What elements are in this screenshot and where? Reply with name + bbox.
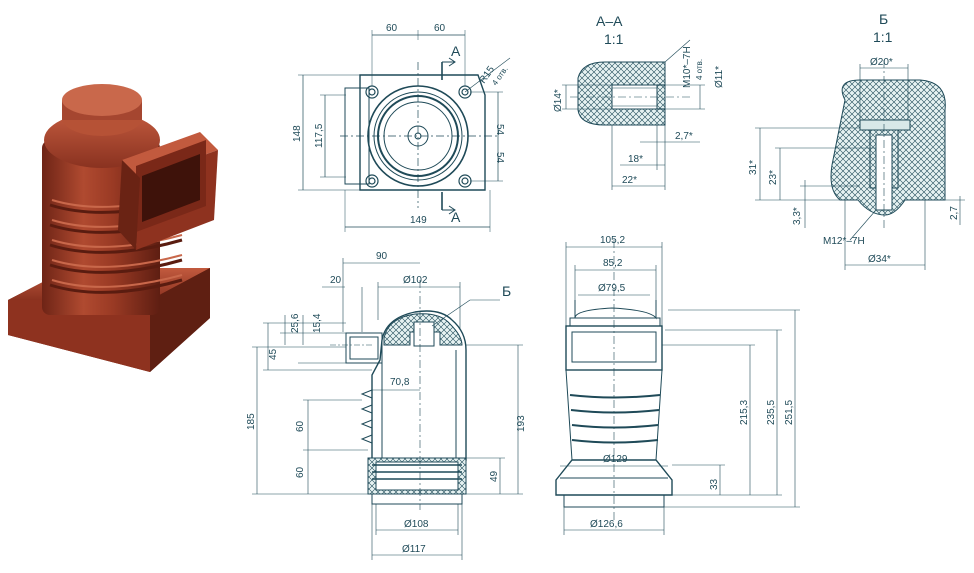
- dim-215-3: 215,3: [739, 400, 750, 425]
- dim-d129: Ø129: [603, 454, 628, 465]
- callout-b-label: Б: [502, 283, 511, 299]
- dim-thread-m12: M12*–7H: [823, 236, 865, 247]
- note-4-holes-aa: 4 отв.: [695, 59, 704, 80]
- dim-15-4: 15,4: [312, 313, 323, 333]
- section-aa-drawing: [562, 39, 705, 190]
- dim-148: 148: [292, 125, 303, 142]
- dim-d11: Ø11*: [714, 66, 725, 88]
- section-b-drawing: [755, 60, 965, 270]
- section-b-labels: Б 1:1 Ø20* 31* 23* 3,3* M12*–7H Ø34* 2,7: [748, 11, 960, 265]
- dim-85-2: 85,2: [603, 258, 623, 269]
- dim-d79-5: Ø79,5: [598, 283, 626, 294]
- dim-d14: Ø14*: [553, 89, 564, 112]
- dim-d126-6: Ø126,6: [590, 519, 623, 530]
- dim-45: 45: [268, 348, 279, 360]
- dim-49: 49: [489, 470, 500, 482]
- dim-33: 33: [709, 478, 720, 490]
- dim-60-lower: 60: [295, 466, 306, 478]
- section-aa-labels: А–А 1:1 Ø14* M10*–7H 4 отв. Ø11* 2,7* 18…: [553, 13, 725, 186]
- dim-235-5: 235,5: [766, 400, 777, 425]
- dim-90: 90: [376, 251, 388, 262]
- dim-60-left: 60: [386, 23, 398, 34]
- dim-20: 20: [330, 275, 342, 286]
- top-view-dimensions: 60 60 148 117,5 54 54 149 R15 4 отв. А А: [292, 23, 510, 226]
- dim-185: 185: [246, 413, 257, 430]
- side-section-drawing: [252, 258, 523, 560]
- dim-d102: Ø102: [403, 275, 428, 286]
- front-view-labels: 105,2 85,2 Ø79,5 Ø129 33 215,3 235,5 251…: [590, 235, 795, 530]
- dim-d34: Ø34*: [868, 254, 891, 265]
- dim-70-8: 70,8: [390, 377, 410, 388]
- dim-149: 149: [410, 215, 427, 226]
- dim-3-3: 3,3*: [792, 207, 803, 225]
- dim-d108: Ø108: [404, 519, 429, 530]
- dim-60-upper: 60: [295, 420, 306, 432]
- dim-23: 23*: [768, 170, 779, 185]
- insulator-product-image: [8, 84, 218, 372]
- section-marker-bottom: А: [451, 209, 461, 225]
- dim-105-2: 105,2: [600, 235, 625, 246]
- dim-2-7-aa: 2,7*: [675, 131, 693, 142]
- dim-193: 193: [516, 415, 527, 432]
- dim-d20: Ø20*: [870, 57, 893, 68]
- dim-54-top: 54: [494, 124, 505, 136]
- side-section-labels: 90 20 Ø102 25,6 15,4 45 70,8 185 60 60 1…: [246, 251, 527, 555]
- dim-thread-m10: M10*–7H: [682, 46, 693, 88]
- dim-2-7-b: 2,7: [949, 206, 960, 220]
- dim-22: 22*: [622, 175, 637, 186]
- top-view-drawing: [298, 30, 511, 232]
- section-b-title: Б: [879, 11, 888, 27]
- section-marker-top: А: [451, 43, 461, 59]
- section-aa-title: А–А: [596, 13, 623, 29]
- dim-251-5: 251,5: [784, 400, 795, 425]
- dim-54-bottom: 54: [494, 152, 505, 164]
- dim-d117: Ø117: [402, 544, 426, 555]
- dim-25-6: 25,6: [290, 313, 301, 333]
- section-aa-scale: 1:1: [604, 31, 624, 47]
- dim-117-5: 117,5: [314, 123, 325, 148]
- dim-60-right: 60: [434, 23, 446, 34]
- dim-18: 18*: [628, 154, 643, 165]
- front-view-drawing: [555, 240, 800, 535]
- section-b-scale: 1:1: [873, 29, 893, 45]
- dim-31: 31*: [748, 160, 759, 175]
